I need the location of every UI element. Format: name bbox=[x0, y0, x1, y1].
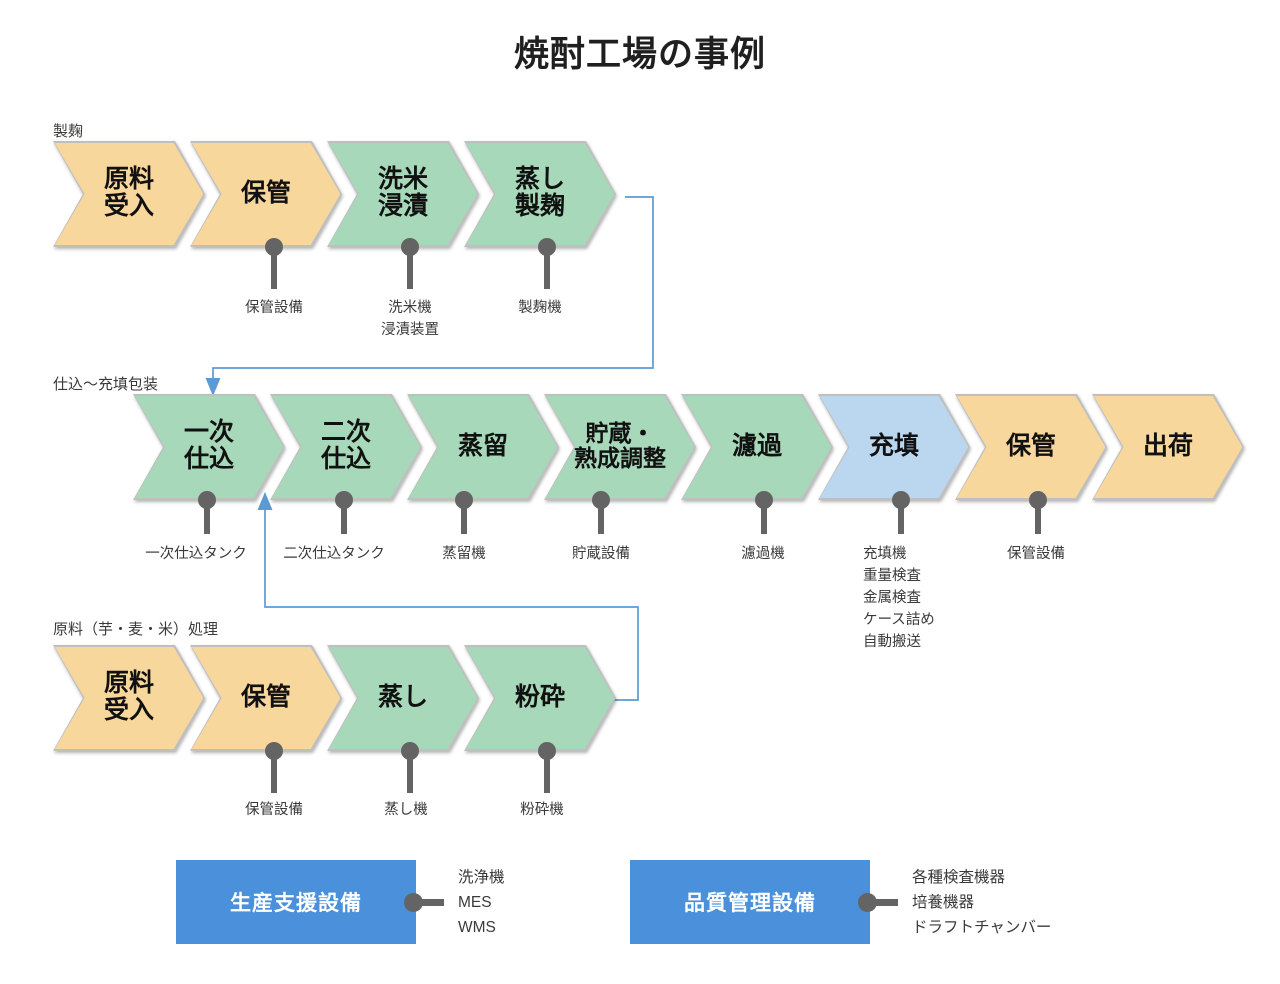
step-koji-3[interactable]: 蒸し製麹 bbox=[464, 141, 616, 247]
step-shikomi-6[interactable]: 保管 bbox=[955, 394, 1107, 500]
support-connector-dot-icon bbox=[858, 893, 877, 912]
step-shikomi-5[interactable]: 充填 bbox=[818, 394, 970, 500]
equipment-shikomi-1: 二次仕込タンク bbox=[283, 546, 385, 562]
step-shape-fill bbox=[466, 143, 615, 246]
support-box-production[interactable]: 生産支援設備 bbox=[176, 860, 416, 944]
step-shape-fill bbox=[135, 396, 284, 499]
pin-stem bbox=[598, 500, 604, 534]
step-shikomi-0[interactable]: 一次仕込 bbox=[133, 394, 285, 500]
step-shikomi-1[interactable]: 二次仕込 bbox=[270, 394, 422, 500]
step-shape-fill bbox=[466, 647, 615, 750]
step-genryo-1[interactable]: 保管 bbox=[190, 645, 342, 751]
step-shape-fill bbox=[1094, 396, 1243, 499]
support-connector-dot-icon bbox=[404, 893, 423, 912]
connector-genryo-to-shikomi bbox=[257, 492, 639, 701]
step-shape-fill bbox=[192, 647, 341, 750]
pin-stem bbox=[271, 247, 277, 289]
equipment-koji-2: 洗米機 浸漬装置 bbox=[381, 300, 439, 339]
pin-stem bbox=[544, 247, 550, 289]
support-connector-bar bbox=[420, 899, 444, 906]
step-shape-fill bbox=[820, 396, 969, 499]
step-genryo-0[interactable]: 原料受入 bbox=[53, 645, 205, 751]
pin-stem bbox=[271, 751, 277, 793]
equipment-genryo-2: 蒸し機 bbox=[384, 802, 428, 818]
equipment-genryo-3: 粉砕機 bbox=[520, 802, 564, 818]
row-caption-genryo: 原料（芋・麦・米）処理 bbox=[53, 621, 219, 638]
support-connector-bar bbox=[874, 899, 898, 906]
row-caption-koji: 製麹 bbox=[53, 123, 84, 140]
support-items-quality: 各種検査機器 培養機器 ドラフトチャンバー bbox=[912, 869, 1052, 937]
support-box-quality[interactable]: 品質管理設備 bbox=[630, 860, 870, 944]
step-genryo-3[interactable]: 粉砕 bbox=[464, 645, 616, 751]
connector-koji-to-shikomi bbox=[205, 196, 654, 396]
equipment-shikomi-2: 蒸留機 bbox=[442, 546, 486, 562]
support-connector-quality bbox=[858, 893, 902, 913]
equipment-shikomi-5: 充填機 重量検査 金属検査 ケース詰め 自動搬送 bbox=[863, 546, 935, 651]
pin-stem bbox=[544, 751, 550, 793]
pin-stem bbox=[407, 751, 413, 793]
step-koji-1[interactable]: 保管 bbox=[190, 141, 342, 247]
step-shape-fill bbox=[272, 396, 421, 499]
equipment-shikomi-6: 保管設備 bbox=[1007, 546, 1065, 562]
pin-stem bbox=[341, 500, 347, 534]
pin-stem bbox=[461, 500, 467, 534]
step-shape-fill bbox=[546, 396, 695, 499]
step-shikomi-3[interactable]: 貯蔵・熟成調整 bbox=[544, 394, 696, 500]
equipment-genryo-1: 保管設備 bbox=[245, 802, 303, 818]
equipment-shikomi-3: 貯蔵設備 bbox=[572, 546, 630, 562]
step-shape-fill bbox=[957, 396, 1106, 499]
step-koji-2[interactable]: 洗米浸漬 bbox=[327, 141, 479, 247]
step-shape-fill bbox=[329, 143, 478, 246]
equipment-shikomi-0: 一次仕込タンク bbox=[145, 546, 247, 562]
equipment-shikomi-4: 濾過機 bbox=[741, 546, 785, 562]
step-shape-fill bbox=[55, 647, 204, 750]
step-genryo-2[interactable]: 蒸し bbox=[327, 645, 479, 751]
pin-stem bbox=[898, 500, 904, 534]
equipment-koji-1: 保管設備 bbox=[245, 300, 303, 316]
step-koji-0[interactable]: 原料受入 bbox=[53, 141, 205, 247]
equipment-koji-3: 製麹機 bbox=[518, 300, 562, 316]
pin-stem bbox=[407, 247, 413, 289]
step-shikomi-7[interactable]: 出荷 bbox=[1092, 394, 1244, 500]
page-title: 焼酎工場の事例 bbox=[513, 35, 766, 74]
support-items-production: 洗浄機 MES WMS bbox=[458, 869, 505, 937]
step-shape-fill bbox=[683, 396, 832, 499]
support-box-label: 生産支援設備 bbox=[230, 892, 362, 915]
pin-stem bbox=[1035, 500, 1041, 534]
support-box-label: 品質管理設備 bbox=[684, 892, 816, 915]
step-shape-fill bbox=[192, 143, 341, 246]
support-connector-production bbox=[404, 893, 448, 913]
row-caption-shikomi: 仕込～充填包装 bbox=[53, 376, 159, 393]
step-shape-fill bbox=[55, 143, 204, 246]
pin-stem bbox=[761, 500, 767, 534]
pin-stem bbox=[204, 500, 210, 534]
step-shikomi-4[interactable]: 濾過 bbox=[681, 394, 833, 500]
step-shape-fill bbox=[409, 396, 558, 499]
step-shikomi-2[interactable]: 蒸留 bbox=[407, 394, 559, 500]
step-shape-fill bbox=[329, 647, 478, 750]
